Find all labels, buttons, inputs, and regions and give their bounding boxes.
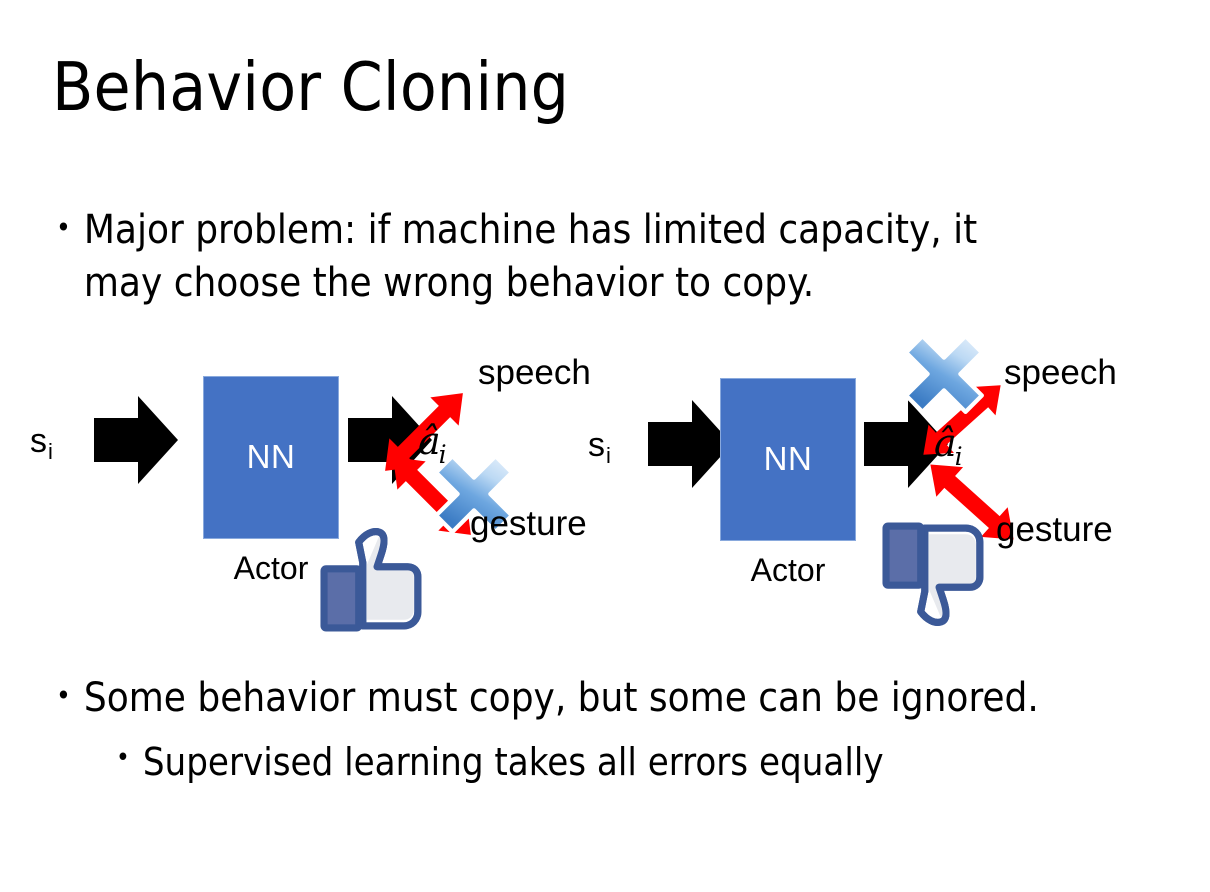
arrow-output-right [864,400,948,488]
branch-label-gesture-right: gesture [996,510,1113,549]
nn-box-right: NN [720,378,856,541]
branch-label-speech-left: speech [478,353,591,392]
bullet-some-behavior: • Some behavior must copy, but some can … [56,672,1176,725]
nn-box-label: NN [763,439,813,477]
bullet-text: Some behavior must copy, but some can be… [83,675,1039,721]
bullet-supervised-learning: • Supervised learning takes all errors e… [116,736,1176,789]
cross-out-speech-right[interactable] [885,315,1004,434]
bullet-text: Major problem: if machine has limited ca… [83,207,978,306]
diagram-left: si [26,336,626,636]
actor-caption-left: Actor [233,550,309,586]
diagram-right-graphics [648,334,1014,626]
thumbs-up-icon [320,528,422,632]
bullet-marker-icon: • [116,743,130,773]
diagram-left-graphics [94,393,534,632]
arrow-input-right [648,400,732,488]
arrow-input-left [94,396,178,484]
bullet-marker-icon: • [56,679,71,712]
page-title: Behavior Cloning [52,48,570,126]
cross-out-gesture-left[interactable] [415,435,534,554]
action-label-left: âi [418,419,447,469]
arrow-speech-right [923,385,1001,455]
bullet-text: Supervised learning takes all errors equ… [142,740,884,784]
bullet-marker-icon: • [56,211,71,244]
nn-box-label: NN [246,437,296,475]
bullet-major-problem: • Major problem: if machine has limited … [56,204,1156,310]
branch-label-gesture-left: gesture [470,504,587,543]
arrow-speech-left [385,393,463,471]
branch-label-speech-right: speech [1004,353,1117,392]
state-label-left: si [30,422,53,464]
diagram-right: si [572,334,1192,636]
action-label-right: âi [934,421,963,471]
state-label-right: si [588,426,611,468]
arrow-gesture-right [930,464,1014,540]
nn-box-left: NN [203,376,339,539]
thumbs-down-icon [882,522,984,626]
actor-caption-right: Actor [750,552,826,588]
